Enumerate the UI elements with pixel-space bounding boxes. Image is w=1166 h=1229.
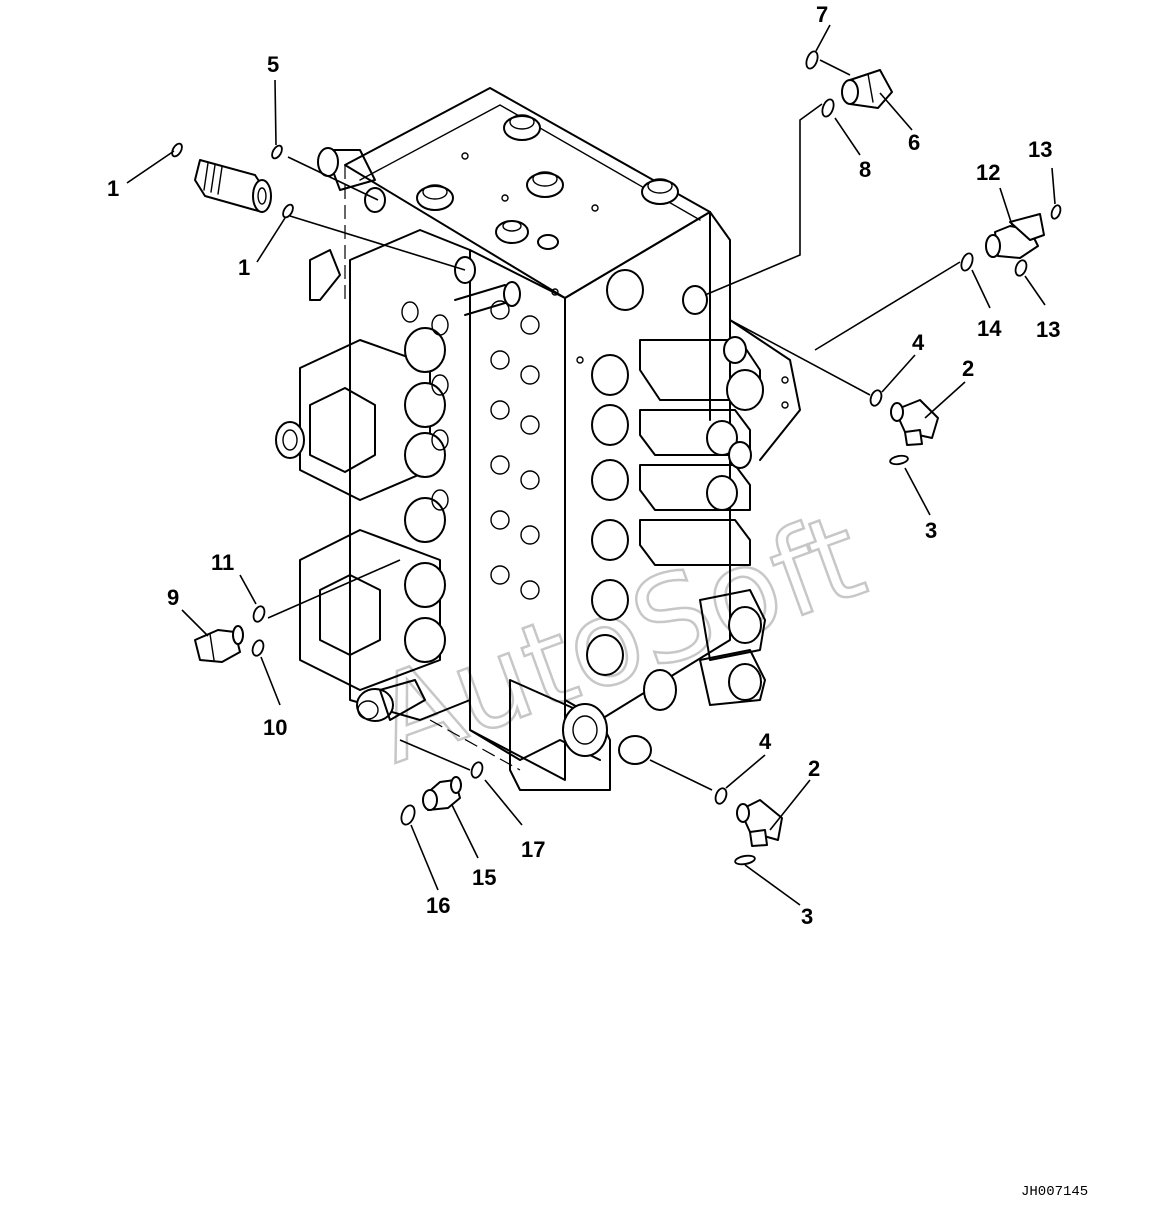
callout-10: 10 [263,715,287,740]
callout-1-lower: 1 [238,255,250,280]
control-valve-body [275,87,801,791]
callout-14: 14 [977,316,1002,341]
callout-13-upper: 13 [1028,137,1052,162]
drawing-id: JH007145 [1021,1184,1088,1200]
callout-11: 11 [211,550,234,575]
part-10-o-ring [251,639,265,657]
part-14-o-ring [960,252,974,272]
callout-4-upper: 4 [912,330,925,355]
callout-3-lower: 3 [801,904,813,929]
callout-3-upper: 3 [925,518,937,543]
callout-2-lower: 2 [808,756,820,781]
part-7-o-ring [805,50,819,70]
callout-5: 5 [267,52,279,77]
part-13-o-ring-lower [1014,259,1028,277]
part-11-o-ring [252,605,266,623]
callout-9: 9 [167,585,179,610]
right-side-spool-caps [586,269,644,676]
part-6-fitting [841,69,893,109]
part-4-o-ring-lower [714,787,728,805]
part-8-o-ring [821,98,835,118]
part-2-sensor-lower [736,799,783,847]
part-16-o-ring [400,804,416,826]
callout-15: 15 [472,865,496,890]
callout-13-lower: 13 [1036,317,1060,342]
part-1-plug-cartridge [194,159,272,213]
callout-12: 12 [976,160,1000,185]
part-5-o-ring [271,144,283,160]
part-1-o-ring-upper [171,142,183,158]
callout-numbers: 1 1 2 2 3 3 4 4 5 6 7 8 9 10 11 12 13 13… [107,2,1060,929]
part-12-fitting [985,213,1045,259]
part-1-o-ring-lower [282,203,294,219]
part-17-o-ring [470,761,484,779]
callout-8: 8 [859,157,871,182]
leader-lines [126,24,1056,906]
part-3-o-ring-lower [734,854,756,866]
callout-1-upper: 1 [107,176,119,201]
callout-16: 16 [426,893,450,918]
callout-2-upper: 2 [962,356,974,381]
part-9-plug [194,625,244,663]
part-13-o-ring-upper [1050,204,1062,220]
part-4-o-ring-upper [869,389,883,407]
part-3-o-ring-upper [889,454,909,466]
callout-17: 17 [521,837,545,862]
callout-6: 6 [908,130,920,155]
right-side-solenoid-housings [639,285,801,706]
part-15-plug [422,776,462,811]
callout-4-lower: 4 [759,729,772,754]
callout-7: 7 [816,2,828,27]
part-2-sensor-upper [890,399,939,446]
